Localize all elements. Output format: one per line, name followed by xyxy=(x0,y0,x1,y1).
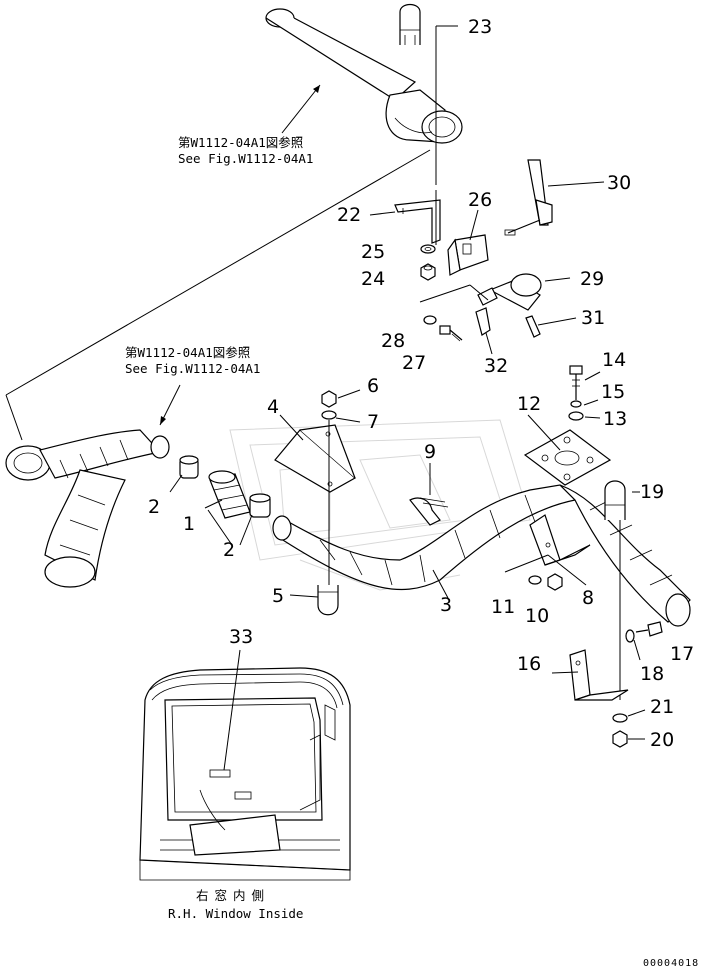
washer-21 xyxy=(612,713,628,723)
bolt-14 xyxy=(569,365,583,400)
upper-air-duct xyxy=(265,8,463,144)
part-number-2: 2 xyxy=(148,496,160,518)
washer-18 xyxy=(625,629,635,643)
washer-7 xyxy=(321,410,337,420)
part-number-4: 4 xyxy=(267,396,279,418)
part-number-23: 23 xyxy=(468,16,492,38)
caption-jp: 右窓内側 xyxy=(196,888,270,903)
part-number-6: 6 xyxy=(367,375,379,397)
part-number-17: 17 xyxy=(670,643,694,665)
part-9 xyxy=(409,497,449,526)
washer-25 xyxy=(420,244,436,254)
part-number-10: 10 xyxy=(525,605,549,627)
part-number-25: 25 xyxy=(361,241,385,263)
lever-30 xyxy=(504,159,553,236)
connection-line xyxy=(5,149,431,396)
washer-28 xyxy=(423,315,437,325)
part-number-33: 33 xyxy=(229,626,253,648)
part-number-14: 14 xyxy=(602,349,626,371)
part-number-27: 27 xyxy=(402,352,426,374)
part-number-2: 2 xyxy=(223,539,235,561)
clamp-2-lower xyxy=(249,493,271,518)
reference-label-1-jp: 第W1112-04A1図参照 xyxy=(178,135,303,150)
part-number-32: 32 xyxy=(484,355,508,377)
part-number-3: 3 xyxy=(440,594,452,616)
part-number-30: 30 xyxy=(607,172,631,194)
reference-label-2-en: See Fig.W1112-04A1 xyxy=(125,361,260,376)
nut-10 xyxy=(547,573,563,591)
u-bolt-23 xyxy=(399,3,421,45)
document-id: 00004018 xyxy=(643,958,699,969)
bolt-27 xyxy=(439,325,463,342)
bracket-26 xyxy=(447,234,489,276)
spring-32 xyxy=(475,307,491,336)
part-number-9: 9 xyxy=(424,441,436,463)
gasket-12 xyxy=(523,429,612,486)
reference-label-1-en: See Fig.W1112-04A1 xyxy=(178,151,313,166)
part-number-21: 21 xyxy=(650,696,674,718)
part-number-24: 24 xyxy=(361,268,385,290)
part-number-8: 8 xyxy=(582,587,594,609)
part-number-20: 20 xyxy=(650,729,674,751)
part-number-15: 15 xyxy=(601,381,625,403)
part-number-11: 11 xyxy=(491,596,515,618)
part-number-18: 18 xyxy=(640,663,664,685)
bracket-22 xyxy=(394,199,441,244)
nut-20 xyxy=(612,730,628,748)
part-number-12: 12 xyxy=(517,393,541,415)
part-number-28: 28 xyxy=(381,330,405,352)
caption-en: R.H. Window Inside xyxy=(168,906,303,921)
cab-window-illustration xyxy=(139,667,351,881)
nut-24 xyxy=(420,263,436,281)
pin-31 xyxy=(525,315,541,338)
part-number-13: 13 xyxy=(603,408,627,430)
hose-1 xyxy=(208,470,251,519)
lower-left-duct xyxy=(5,429,170,588)
clamp-2-upper xyxy=(179,455,199,479)
bolt-17 xyxy=(635,621,663,637)
bracket-8 xyxy=(529,514,591,566)
nut-6 xyxy=(321,390,337,408)
part-number-5: 5 xyxy=(272,585,284,607)
washer-11 xyxy=(528,575,542,585)
part-number-26: 26 xyxy=(468,189,492,211)
part-number-31: 31 xyxy=(581,307,605,329)
bracket-16 xyxy=(569,649,629,701)
u-bolt-5 xyxy=(317,585,339,616)
part-number-29: 29 xyxy=(580,268,604,290)
washer-13 xyxy=(568,411,584,421)
main-duct-3 xyxy=(272,484,691,627)
part-number-1: 1 xyxy=(183,513,195,535)
part-number-labels: 1 2 2 3 4 5 6 7 8 9 10 11 12 13 14 15 16… xyxy=(148,16,694,751)
bracket-4 xyxy=(274,424,357,493)
u-bolt-19 xyxy=(604,480,626,520)
duct-29 xyxy=(477,273,542,311)
part-number-22: 22 xyxy=(337,204,361,226)
part-number-19: 19 xyxy=(640,481,664,503)
washer-15 xyxy=(570,400,582,408)
part-number-16: 16 xyxy=(517,653,541,675)
reference-label-2-jp: 第W1112-04A1図参照 xyxy=(125,345,250,360)
part-number-7: 7 xyxy=(367,411,379,433)
